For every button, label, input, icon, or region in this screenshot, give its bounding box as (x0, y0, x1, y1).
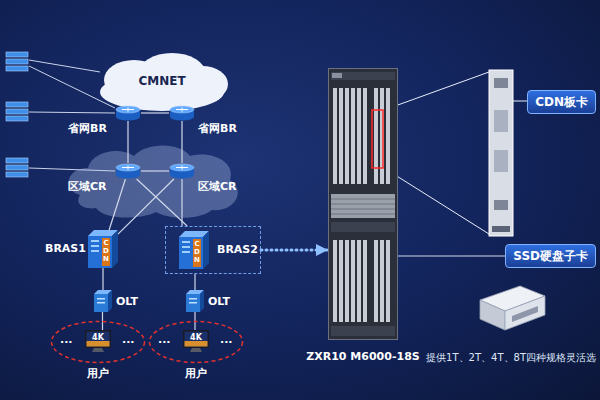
router-shape (169, 105, 195, 121)
cdn-bar: CDN (193, 239, 201, 267)
network-link (109, 179, 125, 230)
node-label: SSD硬盘子卡 (513, 249, 588, 263)
router-icon: 省网BR (115, 105, 141, 121)
ssd-module (480, 286, 545, 330)
node-label: ... (220, 333, 233, 346)
leader-line (384, 72, 527, 234)
cdn-bar: CDN (102, 238, 110, 266)
network-link (102, 268, 103, 290)
user-group: ......用户4K (50, 320, 146, 364)
region-cloud (69, 146, 238, 218)
node-label: 区域CR (198, 180, 237, 193)
router-icon: 省网BR (169, 105, 195, 121)
network-link (181, 121, 182, 163)
vertical-label: CDN (103, 240, 110, 263)
node-label: 省网BR (68, 122, 107, 135)
cdn-card (489, 70, 513, 236)
node-label: BRAS1 (45, 242, 86, 255)
router-icon: 区域CR (169, 163, 195, 179)
node-label: 用户 (138, 367, 254, 380)
network-link (141, 170, 169, 171)
node-label: ... (60, 333, 73, 346)
node-label: 4K (85, 331, 111, 344)
bras-shape: CDN (179, 231, 209, 269)
caption-note: 提供1T、2T、4T、8T四种规格灵活选 (426, 352, 596, 364)
olt-device: OLT (186, 290, 204, 312)
vertical-label: CDN (194, 241, 201, 264)
server-icon (6, 52, 28, 177)
network-link (137, 179, 188, 226)
node-label: BRAS2 (217, 243, 258, 256)
olt-device: OLT (94, 290, 112, 312)
bras-device: CDNBRAS1 (88, 230, 118, 268)
node-label: ZXR10 M6000-18S (283, 350, 443, 363)
router-shape (115, 105, 141, 121)
node-label: CDN板卡 (535, 95, 588, 109)
network-link (181, 179, 182, 226)
node-label: OLT (208, 295, 230, 308)
bras-shape: CDN (88, 230, 118, 268)
router-shape (169, 163, 195, 179)
node-label: 4K (183, 331, 209, 344)
callout-tag: CDN板卡 (527, 90, 596, 114)
bras-device: CDN BRAS2 (165, 226, 261, 274)
flow-arrow (261, 249, 328, 252)
network-link (127, 121, 128, 163)
node-label: 用户 (40, 367, 156, 380)
olt-shape (186, 290, 204, 312)
network-link (398, 255, 505, 256)
network-link (194, 274, 195, 290)
router-chassis: ZXR10 M6000-18S (328, 68, 398, 340)
network-link (141, 112, 169, 113)
node-label: OLT (116, 295, 138, 308)
node-label: 省网BR (198, 122, 237, 135)
network-cloud: CMNET (92, 50, 232, 114)
router-icon: 区域CR (115, 163, 141, 179)
olt-shape (94, 290, 112, 312)
node-label: CMNET (92, 75, 232, 88)
node-label: 区域CR (68, 180, 107, 193)
router-shape (115, 163, 141, 179)
tv-icon: 4K (85, 330, 111, 352)
node-label: ... (158, 333, 171, 346)
chassis-shape (328, 68, 398, 340)
callout-tag: SSD硬盘子卡 (505, 244, 596, 268)
tv-icon: 4K (183, 330, 209, 352)
node-label: ... (122, 333, 135, 346)
user-group: ......用户4K (148, 320, 244, 364)
